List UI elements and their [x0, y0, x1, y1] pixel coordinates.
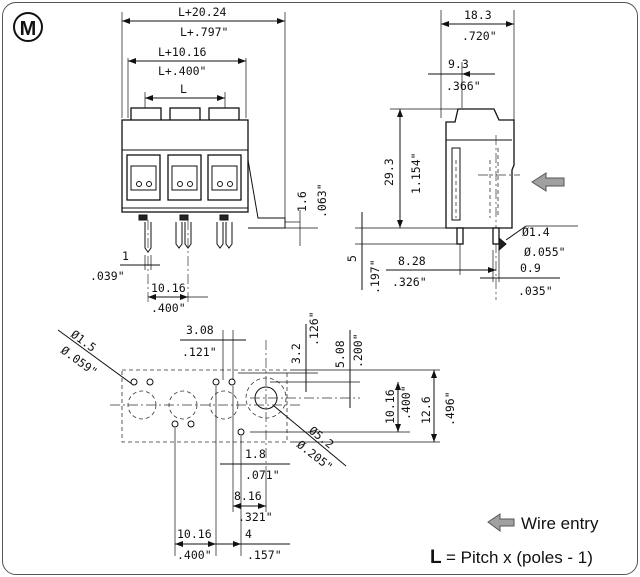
dim-400-front: .400": [151, 301, 186, 315]
dim-1-6: 1.6: [295, 191, 309, 212]
wire-entry-arrow-icon: [531, 172, 565, 192]
dim-039: .039": [90, 269, 125, 283]
legend-wire-entry: Wire entry: [521, 514, 599, 533]
legend-l-formula: = Pitch x (poles - 1): [446, 548, 593, 567]
dim-200: .200": [351, 333, 365, 368]
dim-dia-055: Ø.055": [524, 245, 566, 259]
dim-4: 4: [245, 527, 252, 541]
dim-dia-1-4: Ø1.4: [522, 225, 550, 239]
front-view: L+20.24 L+.797" L+10.16 L+.400" L: [90, 5, 329, 315]
dim-496: .496": [443, 391, 457, 426]
dim-035: .035": [518, 284, 553, 298]
dim-18-3: 18.3: [464, 8, 492, 22]
dim-5: 5: [345, 255, 359, 262]
dim-321: .321": [238, 510, 273, 524]
dim-3-2: 3.2: [289, 343, 303, 364]
dim-8-28: 8.28: [398, 254, 426, 268]
dim-126: .126": [307, 311, 321, 346]
dim-l-plus-400: L+.400": [158, 64, 206, 78]
dim-071: .071": [245, 468, 280, 482]
side-view: 18.3 .720" 9.3 .366" 29.3 1.154" 5: [345, 8, 578, 300]
dim-720: .720": [462, 29, 497, 43]
dim-063: .063": [315, 183, 329, 218]
legend-l-symbol: L: [430, 547, 442, 568]
dim-9-3: 9.3: [448, 57, 469, 71]
dim-1-8: 1.8: [245, 447, 266, 461]
wire-entry-legend-arrow-icon: [487, 513, 515, 532]
dim-10-16-pcb-h: 10.16: [177, 527, 212, 541]
badge-label: M: [20, 18, 37, 40]
dim-3-08: 3.08: [186, 323, 214, 337]
dim-l-plus-20-24: L+20.24: [178, 5, 227, 19]
dim-197: .197": [368, 259, 382, 294]
dim-l-plus-10-16: L+10.16: [158, 45, 207, 59]
dim-l-plus-797: L+.797": [180, 25, 228, 39]
dim-400-pcb-h: .400": [177, 548, 212, 562]
dim-157: .157": [247, 548, 282, 562]
dim-8-16: 8.16: [234, 489, 262, 503]
pcb-layout-view: Ø1.5 Ø.059" 3.08 .121" 3.2 .126" 5.08: [57, 311, 457, 562]
dim-29-3: 29.3: [382, 158, 396, 186]
dim-1: 1: [122, 249, 129, 263]
legend: Wire entry L = Pitch x (poles - 1): [430, 513, 599, 568]
dim-400-pcb-v: .400": [399, 385, 413, 420]
dim-0-9: 0.9: [520, 261, 541, 275]
m-badge: M: [13, 12, 43, 42]
dim-366: .366": [446, 79, 481, 93]
dim-1-154: 1.154": [409, 152, 423, 194]
dim-10-16-front: 10.16: [151, 281, 186, 295]
dim-5-08: 5.08: [333, 340, 347, 368]
dim-10-16-pcb-v: 10.16: [383, 389, 397, 424]
dim-l: L: [180, 82, 187, 96]
dim-326: .326": [392, 275, 427, 289]
dim-12-6: 12.6: [419, 396, 433, 424]
dim-121: .121": [182, 345, 217, 359]
